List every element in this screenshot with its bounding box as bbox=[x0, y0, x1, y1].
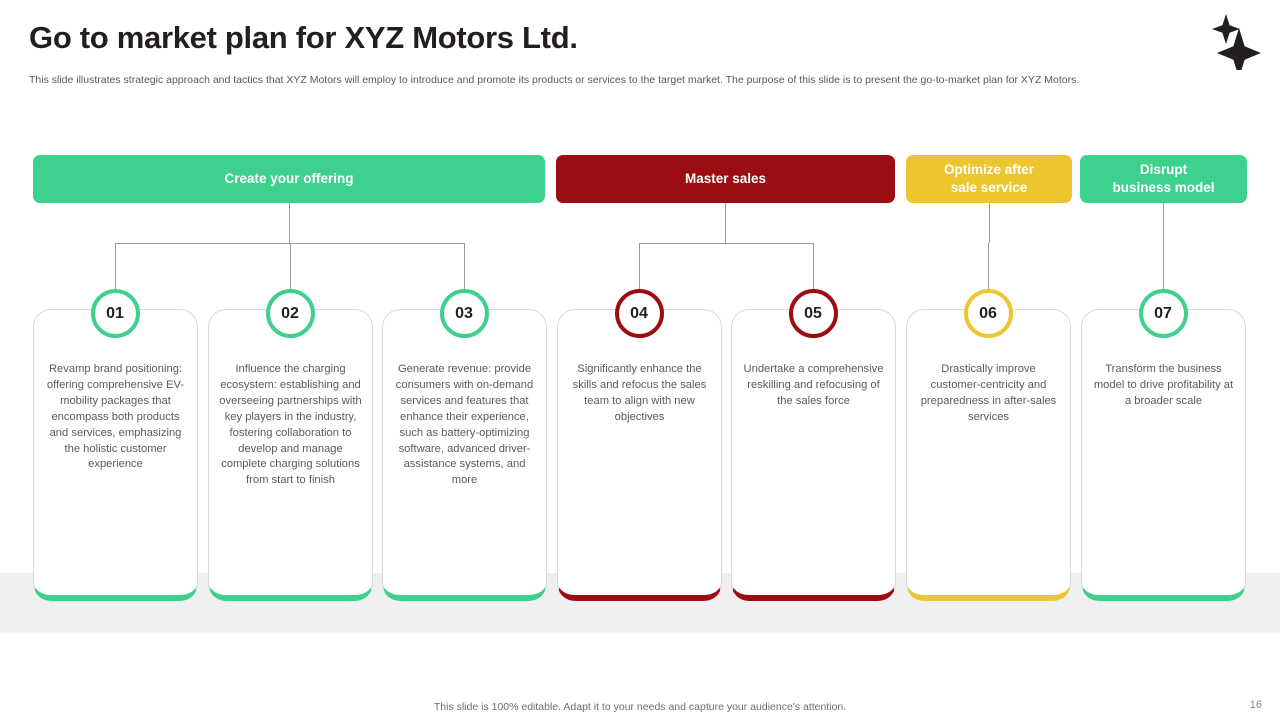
group-header-label: Master sales bbox=[684, 170, 767, 186]
step-number-label: 01 bbox=[106, 304, 124, 322]
connector-segment bbox=[638, 243, 640, 289]
connector-segment bbox=[288, 203, 290, 243]
step-card-07[interactable]: Transform the business model to drive pr… bbox=[1081, 309, 1246, 601]
step-number-label: 06 bbox=[979, 304, 997, 322]
step-card-text: Significantly enhance the skills and ref… bbox=[572, 363, 707, 423]
step-card-01[interactable]: Revamp brand positioning: offering compr… bbox=[33, 309, 198, 601]
connector-segment bbox=[724, 203, 726, 243]
step-card-text: Drastically improve customer-centricity … bbox=[920, 363, 1057, 423]
step-number-badge-05[interactable]: 05 bbox=[788, 289, 838, 338]
connector-segment bbox=[812, 243, 814, 289]
group-header-1[interactable]: Create your offering bbox=[33, 155, 545, 203]
step-number-label: 03 bbox=[455, 304, 473, 322]
page-title: Go to market plan for XYZ Motors Ltd. bbox=[29, 20, 578, 55]
connector-segment bbox=[988, 203, 990, 243]
step-card-04[interactable]: Significantly enhance the skills and ref… bbox=[557, 309, 722, 601]
step-card-text: Transform the business model to drive pr… bbox=[1093, 363, 1234, 407]
connector-segment bbox=[639, 243, 813, 244]
step-card-06[interactable]: Drastically improve customer-centricity … bbox=[906, 309, 1071, 601]
connector-segment bbox=[987, 243, 989, 289]
footer-note: This slide is 100% editable. Adapt it to… bbox=[433, 701, 847, 713]
step-number-badge-01[interactable]: 01 bbox=[90, 289, 140, 338]
step-number-badge-02[interactable]: 02 bbox=[265, 289, 315, 338]
step-card-text: Undertake a comprehensive reskilling and… bbox=[743, 363, 884, 407]
step-card-text: Generate revenue: provide consumers with… bbox=[395, 363, 534, 487]
step-card-text: Influence the charging ecosystem: establ… bbox=[219, 363, 362, 487]
step-number-badge-07[interactable]: 07 bbox=[1138, 289, 1188, 338]
connector-segment bbox=[114, 243, 116, 289]
connector-segment bbox=[1162, 243, 1164, 289]
step-number-label: 04 bbox=[630, 304, 648, 322]
page-number: 16 bbox=[1249, 699, 1262, 711]
page-subtitle: This slide illustrates strategic approac… bbox=[29, 74, 1080, 86]
connector-segment bbox=[463, 243, 465, 289]
step-card-05[interactable]: Undertake a comprehensive reskilling and… bbox=[731, 309, 896, 601]
step-card-text: Revamp brand positioning: offering compr… bbox=[46, 363, 185, 471]
step-number-label: 07 bbox=[1154, 304, 1172, 322]
step-number-label: 02 bbox=[281, 304, 299, 322]
connector-segment bbox=[1162, 203, 1164, 243]
step-number-badge-03[interactable]: 03 bbox=[439, 289, 489, 338]
step-card-03[interactable]: Generate revenue: provide consumers with… bbox=[382, 309, 547, 601]
step-number-badge-04[interactable]: 04 bbox=[614, 289, 664, 338]
group-header-label: Create your offering bbox=[224, 170, 354, 186]
group-header-2[interactable]: Master sales bbox=[556, 155, 895, 203]
sparkle-icon bbox=[1202, 8, 1262, 78]
step-card-02[interactable]: Influence the charging ecosystem: establ… bbox=[208, 309, 373, 601]
connector-segment bbox=[289, 243, 291, 289]
step-number-label: 05 bbox=[804, 304, 822, 322]
step-number-badge-06[interactable]: 06 bbox=[963, 289, 1013, 338]
